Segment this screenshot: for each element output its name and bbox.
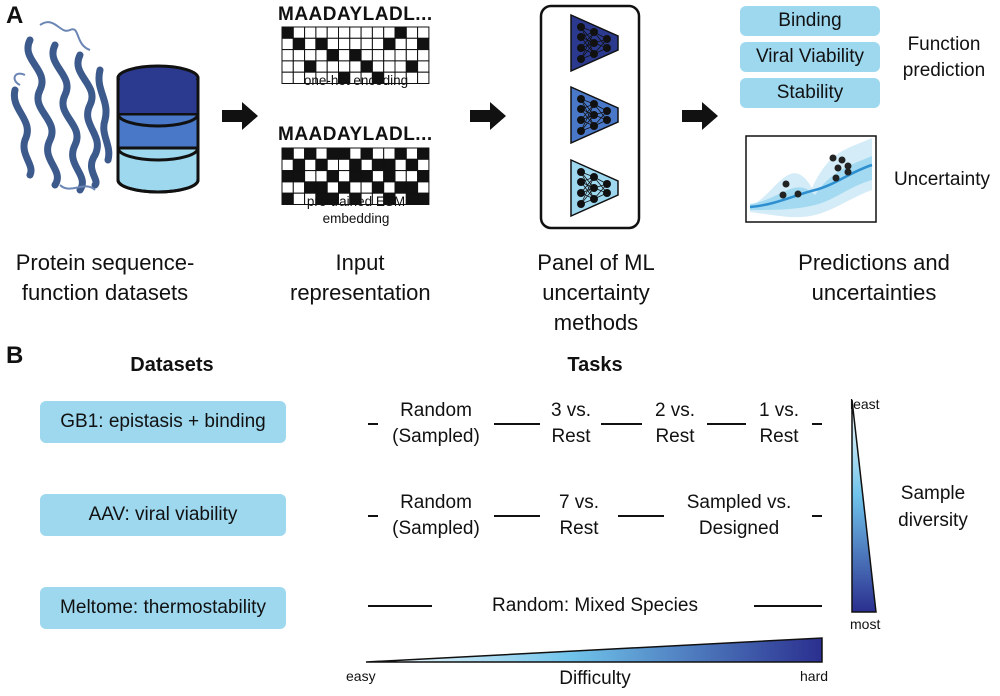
panel-a-letter: A <box>6 2 24 29</box>
task-gb1-random: Random(Sampled) <box>392 400 480 447</box>
panel-b-letter: B <box>6 342 24 369</box>
diversity-top-label: least <box>850 396 880 412</box>
onehot-label: one-hot encoding <box>303 73 409 88</box>
sequence-title-onehot: MAADAYLADL... <box>278 4 433 25</box>
task-aav-random: Random(Sampled) <box>392 492 480 539</box>
arrow-icon <box>682 102 718 130</box>
datasets-header: Datasets <box>130 354 214 376</box>
task-aav-sampled-vs-designed: Sampled vs.Designed <box>686 492 792 539</box>
dataset-pill-meltome: Meltome: thermostability <box>40 587 286 629</box>
prediction-pill-binding: Binding <box>740 6 880 36</box>
task-gb1-2-vs-rest: 2 vs.Rest <box>654 400 696 447</box>
arrow-icon <box>470 102 506 130</box>
task-aav-7-vs-rest: 7 vs.Rest <box>558 492 600 539</box>
difficulty-right-label: hard <box>800 668 829 684</box>
diversity-bottom-label: most <box>850 616 881 632</box>
task-gb1-3-vs-rest: 3 vs.Rest <box>550 400 592 447</box>
caption-input: Input representation <box>290 250 431 305</box>
prediction-pill-stability: Stability <box>740 78 880 108</box>
uncertainty-label: Uncertainty <box>893 169 991 190</box>
caption-predictions: Predictions and uncertainties <box>798 250 950 305</box>
sequence-title-esm: MAADAYLADL... <box>278 124 433 145</box>
task-meltome-random-mixed: Random: Mixed Species <box>492 595 698 616</box>
difficulty-left-label: easy <box>346 668 376 684</box>
arrow-icon <box>222 102 258 130</box>
dataset-pill-aav: AAV: viral viability <box>40 494 286 536</box>
esm-label: pre-trained ESM embedding <box>306 194 406 226</box>
prediction-pill-viral-viability: Viral Viability <box>740 42 880 72</box>
dataset-pill-gb1: GB1: epistasis + binding <box>40 401 286 443</box>
tasks-header: Tasks <box>567 354 623 376</box>
difficulty-label: Difficulty <box>559 668 631 689</box>
caption-datasets: Protein sequence-function datasets <box>15 250 195 305</box>
task-gb1-1-vs-rest: 1 vs.Rest <box>758 400 800 447</box>
function-prediction-label: Function prediction <box>902 34 986 81</box>
caption-methods: Panel of ML uncertainty methods <box>537 250 655 335</box>
sample-diversity-label: Sample diversity <box>898 483 968 531</box>
